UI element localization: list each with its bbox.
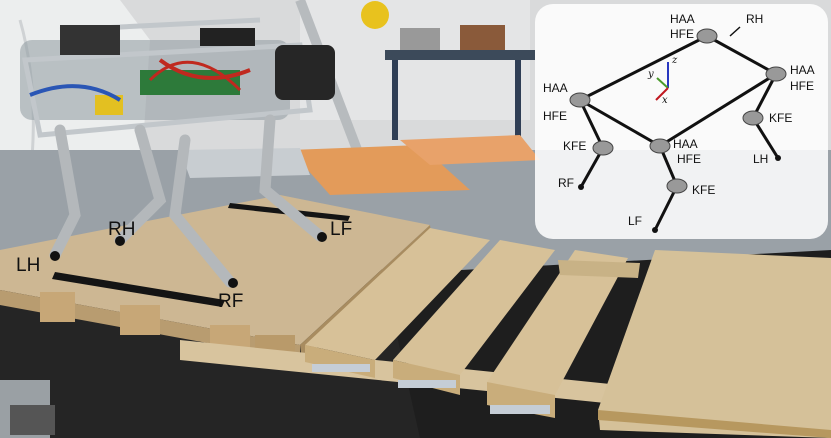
lf-haa-label: HAA (673, 137, 698, 151)
joint-rf-haa (569, 92, 591, 108)
lh-hfe-label: HFE (790, 79, 814, 93)
axis-x-label: x (662, 95, 668, 106)
photo-label-lf: LF (330, 219, 353, 240)
diagram-links (578, 26, 780, 231)
rh-label: RH (746, 12, 764, 26)
foot-lh (775, 155, 781, 161)
joint-rh-hfe (765, 66, 787, 82)
joint-lf-kfe (666, 178, 688, 194)
diagram-feet (578, 155, 781, 233)
axis-x-line (655, 87, 669, 101)
rf-kfe-label: KFE (563, 139, 587, 153)
axis-y-label: y (648, 69, 654, 80)
axis-y-line (656, 77, 669, 89)
diagram-joints (569, 28, 787, 194)
axis-z-label: z (672, 55, 678, 66)
joint-lf-haa (649, 138, 671, 154)
coordinate-frame (655, 62, 669, 101)
photo-label-lh: LH (16, 255, 41, 276)
foot-rf (578, 184, 584, 190)
joint-rh-haa (696, 28, 718, 44)
rf-hfe-label: HFE (543, 109, 567, 123)
photo-label-rf: RF (218, 291, 244, 312)
joint-lh-kfe (742, 110, 764, 126)
kinematic-diagram-inset (535, 4, 828, 239)
lf-kfe-label: KFE (692, 183, 716, 197)
lf-foot-label: LF (628, 214, 643, 228)
photo-label-rh: RH (108, 219, 136, 240)
lh-kfe-label: KFE (769, 111, 793, 125)
rh-hfe-label: HFE (670, 27, 694, 41)
robot-body (20, 17, 335, 288)
lh-foot-label: LH (753, 152, 769, 166)
joint-rf-kfe (592, 140, 614, 156)
lf-hfe-label: HFE (677, 152, 701, 166)
lh-haa-label: HAA (790, 63, 815, 77)
foot-lf (652, 227, 658, 233)
rf-foot-label: RF (558, 176, 574, 190)
rf-haa-label: HAA (543, 81, 568, 95)
rh-haa-label: HAA (670, 12, 695, 26)
